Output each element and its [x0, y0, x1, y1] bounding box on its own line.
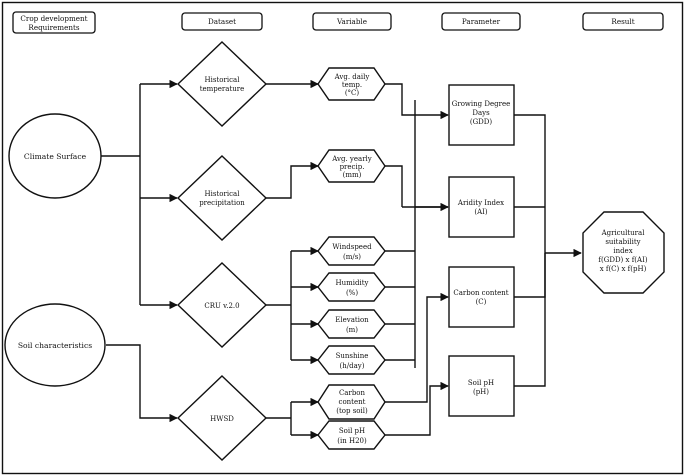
parameter-carbon-content: Carbon content (C): [448, 266, 515, 328]
header-dataset-label: Dataset: [208, 17, 236, 26]
variable-avg-yearly-precip: Avg. yearly precip. (mm): [317, 149, 386, 183]
soil-characteristics-label: Soil characteristics: [18, 341, 92, 350]
arrow-to-carbon-param: [385, 292, 449, 403]
variable-windspeed: Windspeed (m/s): [317, 236, 386, 266]
precip-line1: Avg. yearly: [331, 155, 372, 163]
carbon-param-line2: (C): [476, 298, 487, 306]
header-dataset: Dataset: [181, 12, 263, 31]
dataset-historical-temperature: Historical temperature: [176, 41, 268, 127]
result-suitability-index: Agricultural suitability index f(GDD) x …: [582, 211, 665, 294]
result-line5: x f(C) x f(pH): [600, 265, 647, 273]
header-result: Result: [582, 12, 664, 31]
gdd-line2: Days: [472, 109, 490, 117]
elevation-line2: (m): [346, 326, 358, 334]
variable-carbon-content: Carbon content (top soil): [317, 384, 386, 420]
header-parameter: Parameter: [441, 12, 521, 31]
carbon-var-line1: Carbon: [339, 389, 366, 397]
header-result-label: Result: [611, 17, 634, 26]
header-parameter-label: Parameter: [462, 17, 501, 26]
hwsd-label: HWSD: [210, 415, 234, 423]
humidity-line1: Humidity: [336, 279, 369, 287]
hist-temp-line1: Historical: [205, 76, 241, 84]
ai-line2: (AI): [474, 208, 488, 216]
result-line1: Agricultural: [601, 229, 646, 237]
hist-precip-line2: precipitation: [199, 199, 245, 207]
connector-precip-to-ai: [385, 165, 403, 207]
dataset-historical-precipitation: Historical precipitation: [176, 155, 268, 241]
elevation-line1: Elevation: [335, 316, 369, 324]
temp-line3: (°C): [345, 89, 360, 97]
result-line3: index: [613, 247, 632, 255]
hist-temp-line2: temperature: [200, 85, 245, 93]
parameter-gdd: Growing Degree Days (GDD): [448, 84, 515, 146]
ai-line1: Aridity Index: [457, 199, 504, 207]
source-climate-surface: Climate Surface: [8, 113, 102, 199]
gdd-line1: Growing Degree: [452, 100, 510, 108]
precip-line2: precip.: [340, 163, 365, 171]
arrow-to-gdd: [385, 83, 449, 120]
connector-carbon-to-result: [514, 253, 546, 298]
connectors: [100, 79, 582, 440]
dataset-cru: CRU v.2.0: [176, 262, 268, 348]
ph-param-line1: Soil pH: [468, 379, 494, 387]
sunshine-line1: Sunshine: [336, 352, 369, 360]
arrow-to-hwsd: [106, 344, 178, 423]
arrow-to-ph-param: [385, 381, 449, 436]
connector-ph-to-result: [514, 253, 546, 387]
precip-line3: (mm): [343, 171, 362, 179]
parameter-soil-ph: Soil pH (pH): [448, 355, 515, 417]
carbon-var-line2: content: [339, 398, 366, 406]
carbon-param-line1: Carbon content: [453, 289, 508, 297]
gdd-line3: (GDD): [470, 118, 493, 126]
header-requirements-line2: Requirements: [28, 23, 79, 32]
wind-line1: Windspeed: [332, 243, 372, 251]
ph-param-line2: (pH): [473, 388, 489, 396]
ph-var-line1: Soil pH: [339, 427, 365, 435]
variable-humidity: Humidity (%): [317, 272, 386, 302]
variable-avg-daily-temp: Avg. daily temp. (°C): [317, 67, 386, 101]
source-soil-characteristics: Soil characteristics: [4, 303, 106, 387]
dataset-hwsd: HWSD: [176, 375, 268, 461]
result-line2: suitability: [605, 238, 640, 246]
parameter-aridity-index: Aridity Index (AI): [448, 176, 515, 238]
cru-label: CRU v.2.0: [204, 302, 239, 310]
hist-precip-line1: Historical: [205, 190, 241, 198]
header-requirements-line1: Crop development: [20, 14, 87, 23]
header-variable-label: Variable: [336, 17, 367, 26]
humidity-line2: (%): [346, 289, 358, 297]
carbon-var-line3: (top soil): [336, 407, 368, 415]
wind-line2: (m/s): [343, 253, 361, 261]
arrow-to-precip: [266, 161, 319, 199]
connector-gdd-to-result: [514, 114, 546, 253]
temp-line2: temp.: [342, 81, 362, 89]
header-requirements: Crop development Requirements: [12, 11, 96, 34]
variable-elevation: Elevation (m): [317, 309, 386, 339]
result-line4: f(GDD) x f(AI): [598, 256, 647, 264]
ph-var-line2: (in H20): [337, 437, 367, 445]
climate-surface-label: Climate Surface: [24, 152, 87, 161]
sunshine-line2: (h/day): [340, 362, 365, 370]
header-variable: Variable: [312, 12, 392, 31]
temp-line1: Avg. daily: [334, 73, 370, 81]
variable-soil-ph: Soil pH (in H20): [317, 420, 386, 450]
variable-sunshine: Sunshine (h/day): [317, 345, 386, 375]
